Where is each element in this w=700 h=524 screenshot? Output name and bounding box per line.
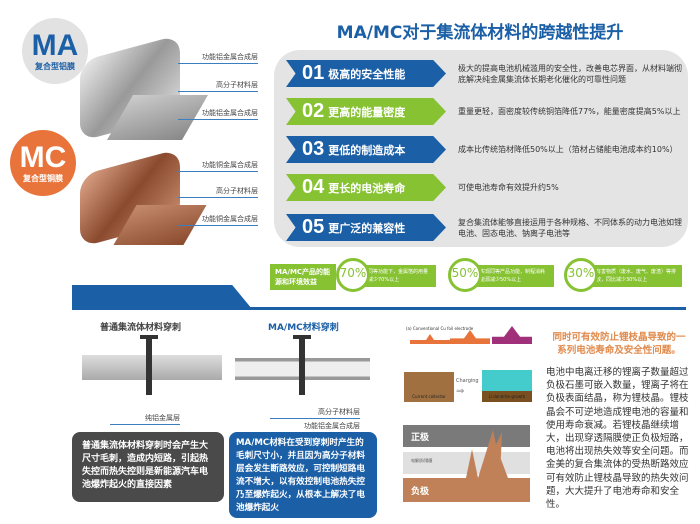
page-title: MA/MC对于集流体材料的跨越性提升 xyxy=(336,23,624,43)
feature-number: 05 xyxy=(302,216,325,238)
ma-badge-title: MA xyxy=(31,28,79,62)
arrow-icon: ⇒ xyxy=(456,386,465,397)
feature-title: 更低的制造成本 xyxy=(328,143,406,157)
dendrite-stage-1 xyxy=(410,334,450,344)
feature-title: 极高的安全性能 xyxy=(328,67,406,81)
mc-badge: MC 复合型铜膜 xyxy=(10,130,76,196)
nail-head xyxy=(293,335,311,339)
ma-layer-label: 高分子材料层 xyxy=(178,80,258,92)
dendrite-body: 电池中电离迁移的锂离子数量超过负极石墨可嵌入数量，锂离子将在负极表面结晶，称为锂… xyxy=(546,367,689,511)
benefit-percent: 30% xyxy=(567,266,595,280)
feature-title: 更高的能量密度 xyxy=(328,105,406,119)
mc-badge-sub: 复合型铜膜 xyxy=(23,173,63,183)
positive-electrode: 正极 xyxy=(403,425,530,447)
fig-label: (a) xyxy=(406,326,412,331)
benefits-label: MA/MC产品的能源和环境效益 xyxy=(270,264,336,290)
mc-layer-label: 功能铜金属合成层 xyxy=(178,214,258,226)
charging-label: Charging xyxy=(456,378,479,384)
benefit-text: 实现同等产品功能，制程消耗能源减少50%以上 xyxy=(474,265,554,287)
mamc-puncture-title: MA/MC材料穿刺 xyxy=(268,323,339,333)
section-divider-line xyxy=(72,307,686,310)
nail-icon xyxy=(299,335,305,395)
benefit-circle: 50% xyxy=(448,258,482,292)
collector-label: Current collector xyxy=(412,394,446,399)
separator-label: 电解质/隔膜 xyxy=(411,458,433,463)
feature-desc: 可使电池寿命有效提升约5% xyxy=(458,183,559,192)
positive-label: 正极 xyxy=(411,433,430,443)
growth-label: Li dendrite growth xyxy=(488,394,526,399)
fig-sub: Conventional Cu foil electrode xyxy=(412,326,474,331)
feature-desc: 重量更轻，面密度较传统铜箔降低77%，能量密度提高5%以上 xyxy=(458,107,681,116)
mamc-puncture-desc: MA/MC材料在受到穿刺时产生的毛刺尺寸小，并且因为高分子材料层会发生断路效应，… xyxy=(229,432,377,518)
mamc-layer-label: 高分子材料层 xyxy=(270,407,360,419)
ma-layer-label: 功能铝金属合成层 xyxy=(178,108,258,120)
pure-aluminum-layer xyxy=(82,355,222,380)
feature-desc: 极大的提高电池机械滥用的安全性，改善电芯界面，从材料端彻底解决纯金属集流体长期老… xyxy=(458,63,682,84)
feature-number: 03 xyxy=(302,138,325,160)
normal-layer-label: 纯铝金属层 xyxy=(110,413,180,425)
mc-badge-title: MC xyxy=(19,140,67,174)
dendrite-fig-label: (a) Conventional Cu foil electrode xyxy=(406,326,473,331)
ma-layer-label: 功能铝金属合成层 xyxy=(178,52,258,64)
current-collector-block: Current collector xyxy=(404,372,454,402)
feature-number: 01 xyxy=(302,62,325,84)
benefit-text: 同等功能下，金属箔的用量减少70%以上 xyxy=(362,265,436,287)
dendrite-stage-3 xyxy=(492,326,532,344)
feature-title: 更广泛的兼容性 xyxy=(328,221,406,235)
ma-badge: MA 复合型铝膜 xyxy=(22,18,88,84)
negative-electrode: 负极 xyxy=(403,478,530,502)
ma-badge-sub: 复合型铝膜 xyxy=(35,61,75,71)
feature-desc: 复合集流体能够直接运用于各种规格、不同体系的动力电池如锂电池、固态电池、钠离子电… xyxy=(458,217,682,238)
feature-desc: 成本比传统箔材降低50%以上（箔材占储能电池成本约10%） xyxy=(458,145,678,154)
benefit-circle: 70% xyxy=(336,258,370,292)
mc-layer-label: 高分子材料层 xyxy=(178,186,258,198)
nail-icon xyxy=(146,335,152,395)
benefit-text: 有害物质（废水、废气、废渣）等排放，同比减少30%以上 xyxy=(590,265,682,287)
dendrite-heading: 同时可有效防止锂枝晶导致的一系列电池寿命及安全性问题。 xyxy=(552,332,686,356)
benefit-percent: 70% xyxy=(339,266,367,280)
benefit-circle: 30% xyxy=(564,258,598,292)
feature-number: 02 xyxy=(302,100,325,122)
section-divider-tab xyxy=(72,285,252,309)
feature-title: 更长的电池寿命 xyxy=(328,181,406,195)
separator-layer: 电解质/隔膜 xyxy=(403,452,530,474)
normal-puncture-title: 普通集流体材料穿刺 xyxy=(100,323,182,333)
dendrite-stage-2 xyxy=(450,330,490,344)
negative-label: 负极 xyxy=(411,487,430,497)
feature-number: 04 xyxy=(302,176,325,198)
nail-head xyxy=(140,335,158,339)
mc-layer-label: 功能铜金属合成层 xyxy=(178,160,258,172)
benefit-percent: 50% xyxy=(451,266,479,280)
normal-puncture-desc: 普通集流体材料穿刺时会产生大尺寸毛刺，造成内短路，引起热失控而热失控则是新能源汽… xyxy=(72,432,224,502)
dendrite-growth-block: Li dendrite growth xyxy=(482,370,532,402)
